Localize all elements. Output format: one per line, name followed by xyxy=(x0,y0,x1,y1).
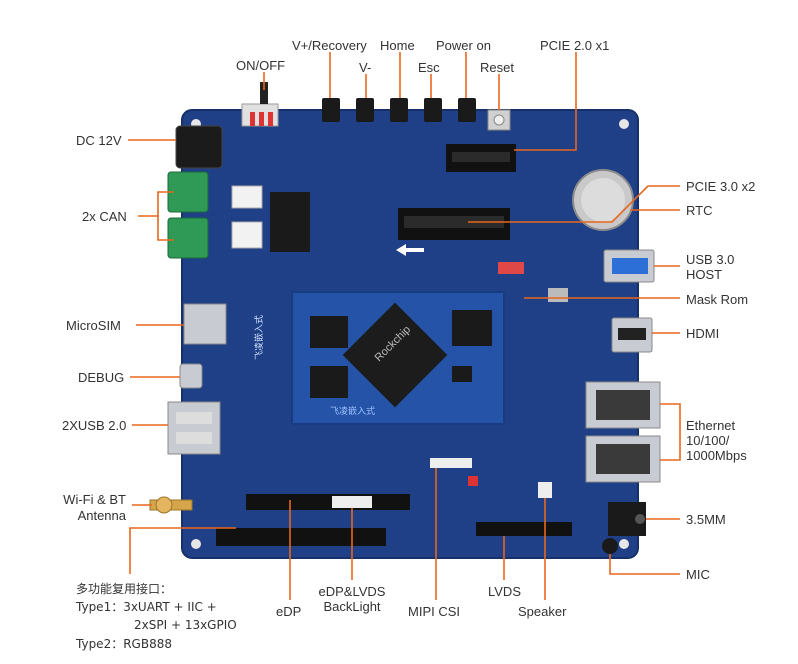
lvds-header xyxy=(476,522,572,536)
label-mipi-csi: MIPI CSI xyxy=(408,604,461,619)
label-3-5mm: 3.5MM xyxy=(686,512,726,527)
label-speaker: Speaker xyxy=(518,604,567,619)
can-connector xyxy=(167,217,209,259)
label-type1-b: 2xSPI + 13xGPIO xyxy=(134,618,237,632)
label-power-on: Power on xyxy=(436,38,491,53)
label-type1-a: Type1：3xUART + IIC + xyxy=(76,600,217,614)
label-hdmi: HDMI xyxy=(686,326,720,341)
callout-lines xyxy=(128,52,681,600)
backlight-connector xyxy=(332,496,372,508)
mount-hole xyxy=(191,539,201,549)
board-vendor: 飞凌嵌入式 xyxy=(253,315,265,360)
label-type2: Type2：RGB888 xyxy=(76,637,172,651)
label-ethernet-line1: Ethernet xyxy=(686,418,736,433)
label-v-plus-recovery: V+/Recovery xyxy=(292,38,367,53)
label-debug: DEBUG xyxy=(78,370,125,385)
label-microsim: MicroSIM xyxy=(66,318,121,333)
label-wifi-line1: Wi-Fi & BT xyxy=(63,492,126,507)
label-on-off: ON/OFF xyxy=(236,58,286,73)
label-edp-lvds-line1: eDP&LVDS xyxy=(318,584,386,599)
label-reset: Reset xyxy=(480,60,514,75)
mask-rom-switch xyxy=(498,262,524,274)
som-vendor: 飞凌嵌入式 xyxy=(330,405,375,417)
label-mic: MIC xyxy=(686,567,710,582)
label-edp: eDP xyxy=(276,604,302,619)
buttons-row xyxy=(322,98,476,122)
mipi-csi-connector xyxy=(430,458,472,468)
label-lvds: LVDS xyxy=(488,584,521,599)
dc-jack xyxy=(175,125,223,169)
label-esc: Esc xyxy=(418,60,440,75)
label-dc12v: DC 12V xyxy=(76,133,122,148)
label-wifi-line2: Antenna xyxy=(77,508,126,523)
label-pcie2: PCIE 2.0 x1 xyxy=(540,38,610,53)
label-can: 2x CAN xyxy=(82,209,127,224)
debug-port xyxy=(179,363,203,389)
speaker-connector xyxy=(538,482,552,498)
label-rtc: RTC xyxy=(686,203,713,218)
label-edp-lvds-line2: BackLight xyxy=(323,599,381,614)
microsim-slot xyxy=(183,303,227,345)
label-usb3-line1: USB 3.0 xyxy=(686,252,735,267)
label-usb3-line2: HOST xyxy=(686,267,723,282)
label-ethernet-line3: 1000Mbps xyxy=(686,448,747,463)
label-home: Home xyxy=(380,38,415,53)
mic xyxy=(602,538,618,554)
label-mask-rom: Mask Rom xyxy=(686,292,749,307)
mount-hole xyxy=(619,539,629,549)
mount-hole xyxy=(619,119,629,129)
label-v-minus: V- xyxy=(359,60,372,75)
label-multi-title: 多功能复用接口： xyxy=(76,582,173,596)
label-ethernet-line2: 10/100/ xyxy=(686,433,730,448)
label-pcie3: PCIE 3.0 x2 xyxy=(686,179,756,194)
usb2-port xyxy=(167,401,221,455)
label-usb2: 2XUSB 2.0 xyxy=(62,418,127,433)
